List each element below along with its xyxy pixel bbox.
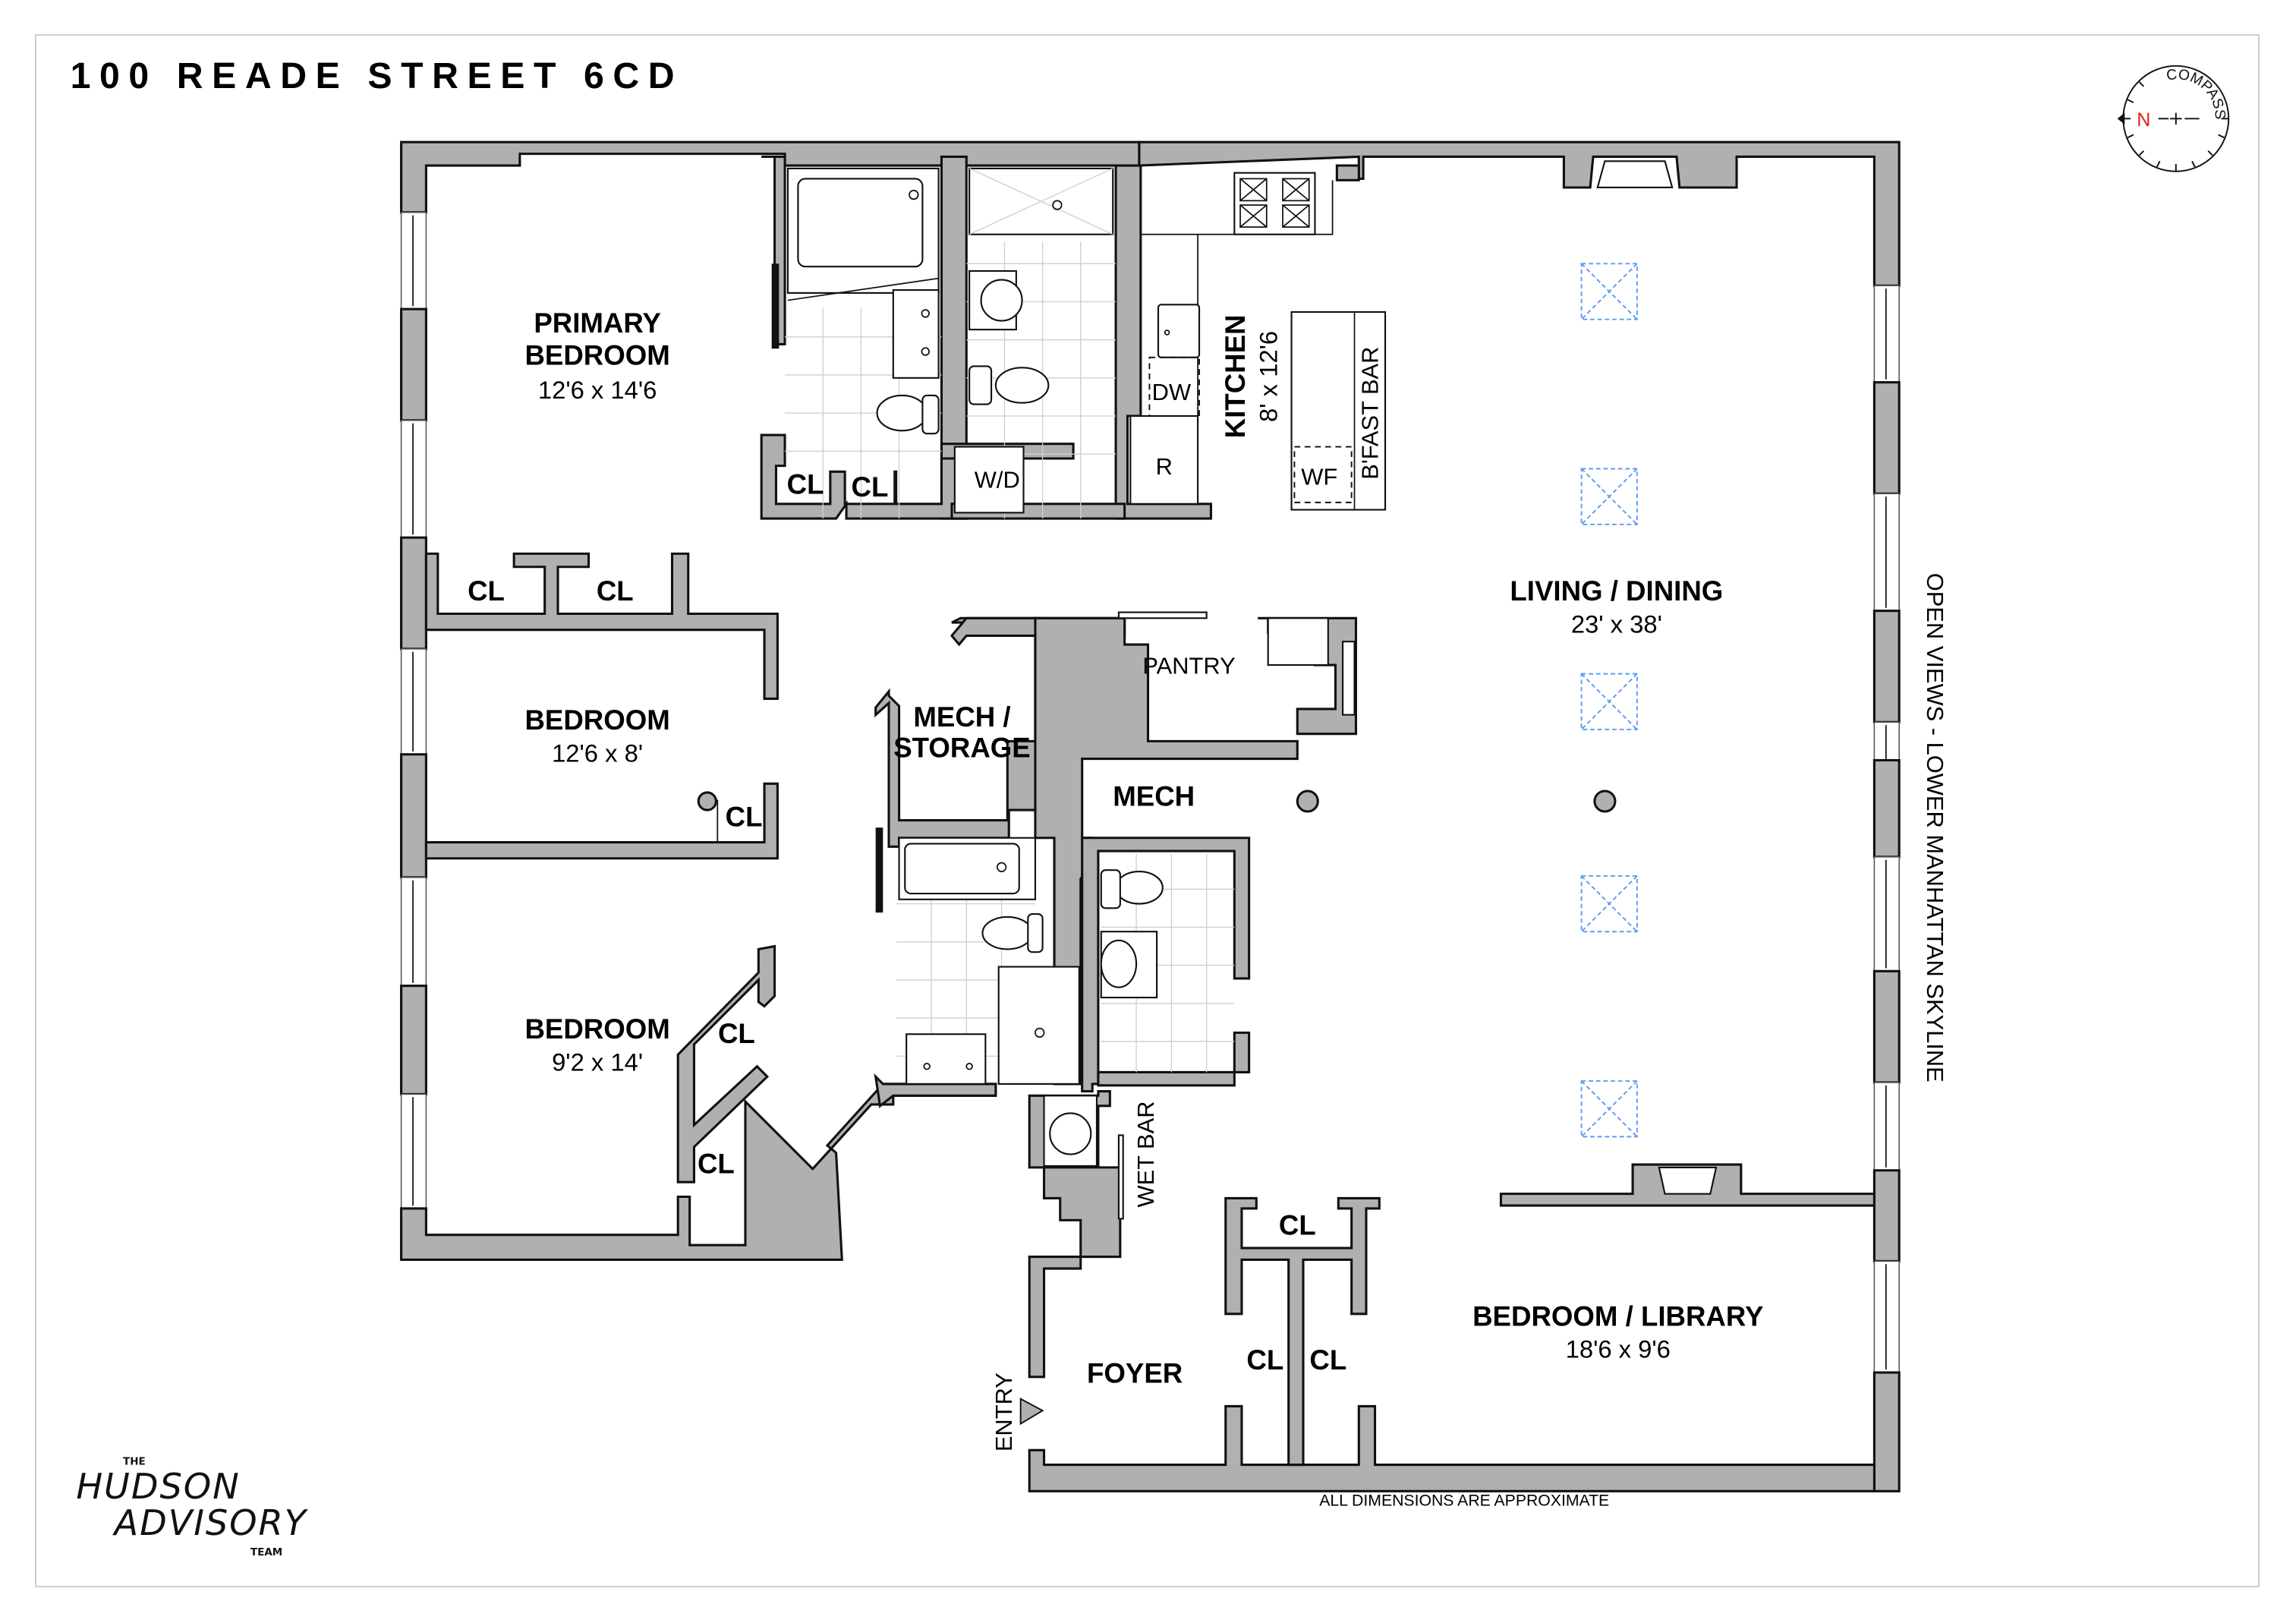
column-icon: [697, 791, 717, 812]
entry-label: ENTRY: [991, 1372, 1017, 1451]
center-bath-2: [1100, 853, 1235, 1073]
breakfast-bar-label: B'FAST BAR: [1356, 347, 1383, 480]
compass-icon: N COMPASS: [2117, 65, 2230, 172]
closet-label: CL: [726, 801, 763, 832]
room-dims: 18'6 x 9'6: [1566, 1335, 1671, 1363]
vanity-icon: [892, 289, 940, 379]
room-name: MECH /: [913, 701, 1010, 733]
bath-door: [875, 827, 883, 913]
entry-arrow-icon: [1019, 1398, 1044, 1426]
room-name: KITCHEN: [1220, 314, 1251, 438]
refrigerator-label: R: [1156, 453, 1173, 480]
wall-bottom-right: [1028, 1404, 1876, 1492]
shower-icon: [997, 966, 1080, 1085]
room-name: BEDROOM: [524, 1013, 669, 1045]
wall-bedroom2-bottom: [424, 782, 779, 860]
wine-fridge-label: WF: [1301, 464, 1337, 490]
wet-bar-label: WET BAR: [1132, 1101, 1159, 1208]
bath-door: [771, 263, 780, 349]
views-annotation: OPEN VIEWS - LOWER MANHATTAN SKYLINE: [1922, 573, 1948, 1083]
wall-closets-primary: [760, 433, 968, 520]
closet-label: CL: [1309, 1344, 1346, 1376]
fireplace-top-icon: [1596, 160, 1674, 189]
closet-label: CL: [698, 1149, 735, 1180]
wet-bar-sink-icon: [1049, 1112, 1092, 1155]
wall-bedroom3-closet: [676, 944, 776, 1183]
closet-label: CL: [1246, 1344, 1283, 1376]
toilet-icon: [994, 367, 1050, 404]
svg-text:ADVISORY: ADVISORY: [112, 1502, 308, 1543]
refrigerator-icon: [1129, 414, 1199, 505]
closet-label: CL: [468, 575, 505, 607]
ensuite-bath: [771, 167, 942, 519]
pantry-door: [1117, 611, 1208, 619]
wall-closets-row: [424, 552, 779, 700]
svg-text:HUDSON: HUDSON: [76, 1466, 240, 1507]
closet-label: CL: [597, 575, 634, 607]
dishwasher-label: DW: [1152, 379, 1192, 405]
fireplace-bottom-icon: [1658, 1166, 1718, 1195]
svg-text:TEAM: TEAM: [250, 1546, 282, 1558]
closet-label: CL: [787, 468, 824, 500]
svg-text:THE: THE: [123, 1456, 146, 1468]
wall-foyer-left: [1042, 1166, 1122, 1259]
ceiling-lights: [1580, 263, 1638, 1138]
room-dims: 12'6 x 8': [552, 739, 643, 767]
room-name: BEDROOM / LIBRARY: [1472, 1300, 1763, 1331]
closet-label: CL: [718, 1018, 755, 1049]
page-border: [35, 34, 2260, 1587]
hall-bath: [953, 167, 1117, 519]
column-icon: [1593, 789, 1617, 813]
room-name: PANTRY: [1142, 653, 1235, 679]
closet-label: CL: [1279, 1210, 1316, 1241]
room-name: MECH: [1113, 780, 1195, 812]
room-name: BEDROOM: [524, 339, 669, 370]
cooktop-icon: [1233, 172, 1316, 235]
page-title: 100 READE STREET 6CD: [71, 55, 684, 96]
column-icon: [1296, 789, 1319, 813]
right-windows: [1872, 285, 1901, 1492]
vanity-icon: [905, 1033, 987, 1085]
wall-library-closets: [1224, 1196, 1381, 1467]
toilet-icon: [1114, 871, 1164, 905]
breakfast-bar-icon: [1290, 310, 1387, 511]
toilet-icon: [876, 394, 928, 432]
wall-kitchen-left: [1114, 164, 1212, 520]
compass-north-label: N: [2137, 109, 2150, 131]
room-name: LIVING / DINING: [1510, 575, 1723, 607]
room-name: PRIMARY: [534, 307, 661, 339]
room-dims: 9'2 x 14': [552, 1048, 643, 1076]
room-dims: 8' x 12'6: [1254, 331, 1282, 422]
kitchen-sink-icon: [1157, 304, 1201, 358]
disclaimer: ALL DIMENSIONS ARE APPROXIMATE: [1319, 1492, 1609, 1510]
room-dims: 23' x 38': [1571, 610, 1662, 638]
toilet-icon: [981, 915, 1034, 950]
washer-dryer: [953, 446, 1025, 514]
room-name: BEDROOM: [524, 704, 669, 736]
wine-fridge-icon: [1293, 446, 1353, 503]
room-name: STORAGE: [893, 733, 1031, 764]
room-name: FOYER: [1087, 1358, 1183, 1389]
wall-bath2: [1081, 837, 1251, 1093]
room-dims: 12'6 x 14'6: [538, 376, 657, 404]
left-windows: [400, 212, 427, 1209]
brand-logo: THE HUDSON ADVISORY TEAM: [76, 1456, 308, 1559]
wall-bottom-left: [400, 1083, 997, 1262]
center-bath: [875, 827, 1080, 1085]
closet-label: CL: [852, 471, 889, 503]
washer-dryer-label: W/D: [975, 467, 1020, 493]
kitchen-fixtures: [1129, 172, 1387, 511]
